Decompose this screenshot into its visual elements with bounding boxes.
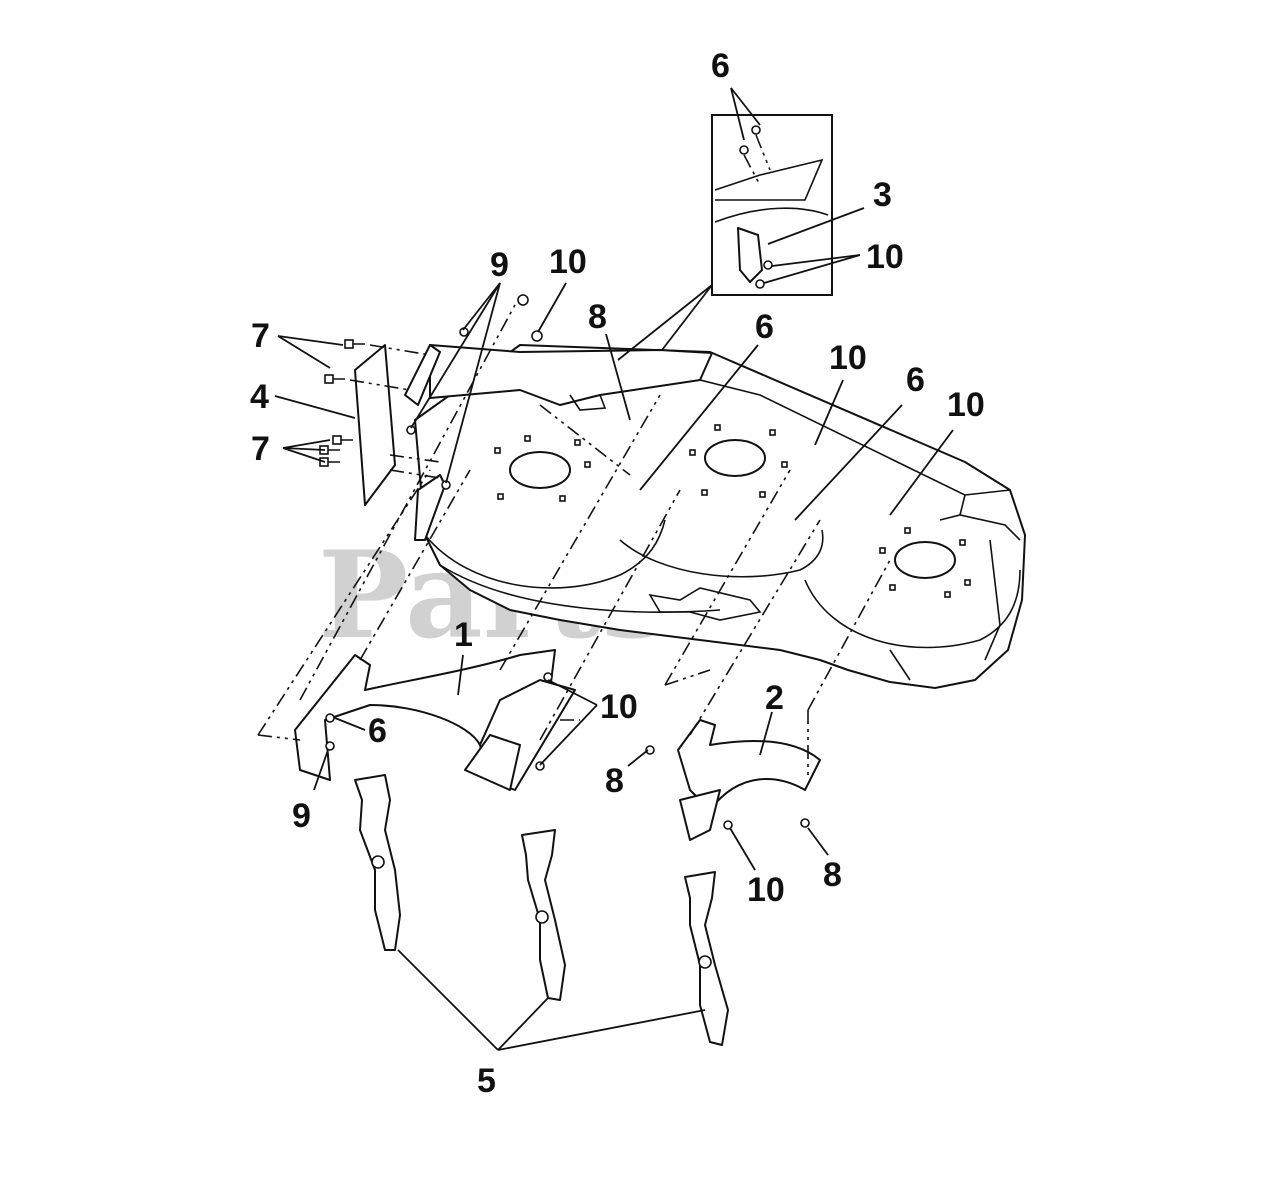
side-plate xyxy=(354,344,396,506)
callouts: 6 3 10 9 10 8 6 10 6 10 7 4 7 1 10 6 9 2… xyxy=(250,47,985,1100)
callout-9-low: 9 xyxy=(292,797,311,835)
inset-nut-b xyxy=(755,279,765,289)
nut-10-baffle2 xyxy=(723,820,733,830)
blade-center-hole xyxy=(535,910,549,924)
callout-3: 3 xyxy=(873,176,892,214)
callout-6-top: 6 xyxy=(711,47,730,85)
bolt-6-low xyxy=(325,713,335,723)
baffle-1-tab xyxy=(464,734,521,791)
callout-10-a: 10 xyxy=(549,243,587,281)
inset-bolt-top-a xyxy=(739,145,749,155)
baffle-2 xyxy=(645,719,821,841)
nut-10-top xyxy=(531,330,543,342)
callout-7-bottom: 7 xyxy=(251,430,270,468)
callout-7-top: 7 xyxy=(251,317,270,355)
callout-6-mid: 6 xyxy=(755,308,774,346)
inset-bracket xyxy=(737,227,763,283)
spindle-hole-right xyxy=(894,541,956,579)
callout-10-d: 10 xyxy=(600,688,638,726)
callout-10-e: 10 xyxy=(747,871,785,909)
nut-9-low xyxy=(325,741,335,751)
spindle-bolt-holes xyxy=(494,424,971,598)
blade-right-hole xyxy=(698,955,712,969)
blades-5 xyxy=(354,774,729,1046)
callout-8-b: 8 xyxy=(605,762,624,800)
baffle-2-tab xyxy=(679,789,721,841)
deck-rear-rail xyxy=(429,344,713,406)
callout-10-c: 10 xyxy=(947,386,985,424)
callout-6-right: 6 xyxy=(906,361,925,399)
spindle-hole-center xyxy=(704,439,766,477)
spindle-hole-left xyxy=(509,451,571,489)
bolt-8-b xyxy=(645,745,655,755)
inset-nut-a xyxy=(763,260,773,270)
blade-left-hole xyxy=(371,855,385,869)
callout-4: 4 xyxy=(250,378,269,416)
clamp-bar-top xyxy=(404,344,441,406)
callout-10-b: 10 xyxy=(829,339,867,377)
callout-1: 1 xyxy=(454,616,473,654)
callout-8-a: 8 xyxy=(588,298,607,336)
assembly-lines xyxy=(257,304,891,780)
deck-shell xyxy=(414,344,1026,689)
bolt-8-c xyxy=(800,818,810,828)
callout-5: 5 xyxy=(477,1062,496,1100)
callout-6-low: 6 xyxy=(368,712,387,750)
callout-2: 2 xyxy=(765,679,784,717)
inset-bolt-top-b xyxy=(751,125,761,135)
callout-9: 9 xyxy=(490,246,509,284)
inset-detail xyxy=(711,114,833,296)
nut-10-baffle1-a xyxy=(543,672,553,682)
callout-8-c: 8 xyxy=(823,856,842,894)
deck-housing xyxy=(414,344,1026,689)
baffle-2-body xyxy=(677,719,821,811)
leader-lines xyxy=(274,87,954,1051)
nut-9-c xyxy=(406,425,416,435)
callout-10-inset: 10 xyxy=(866,238,904,276)
nut-9-b xyxy=(517,294,529,306)
baffle-1 xyxy=(294,649,576,791)
side-bracket xyxy=(319,294,543,541)
